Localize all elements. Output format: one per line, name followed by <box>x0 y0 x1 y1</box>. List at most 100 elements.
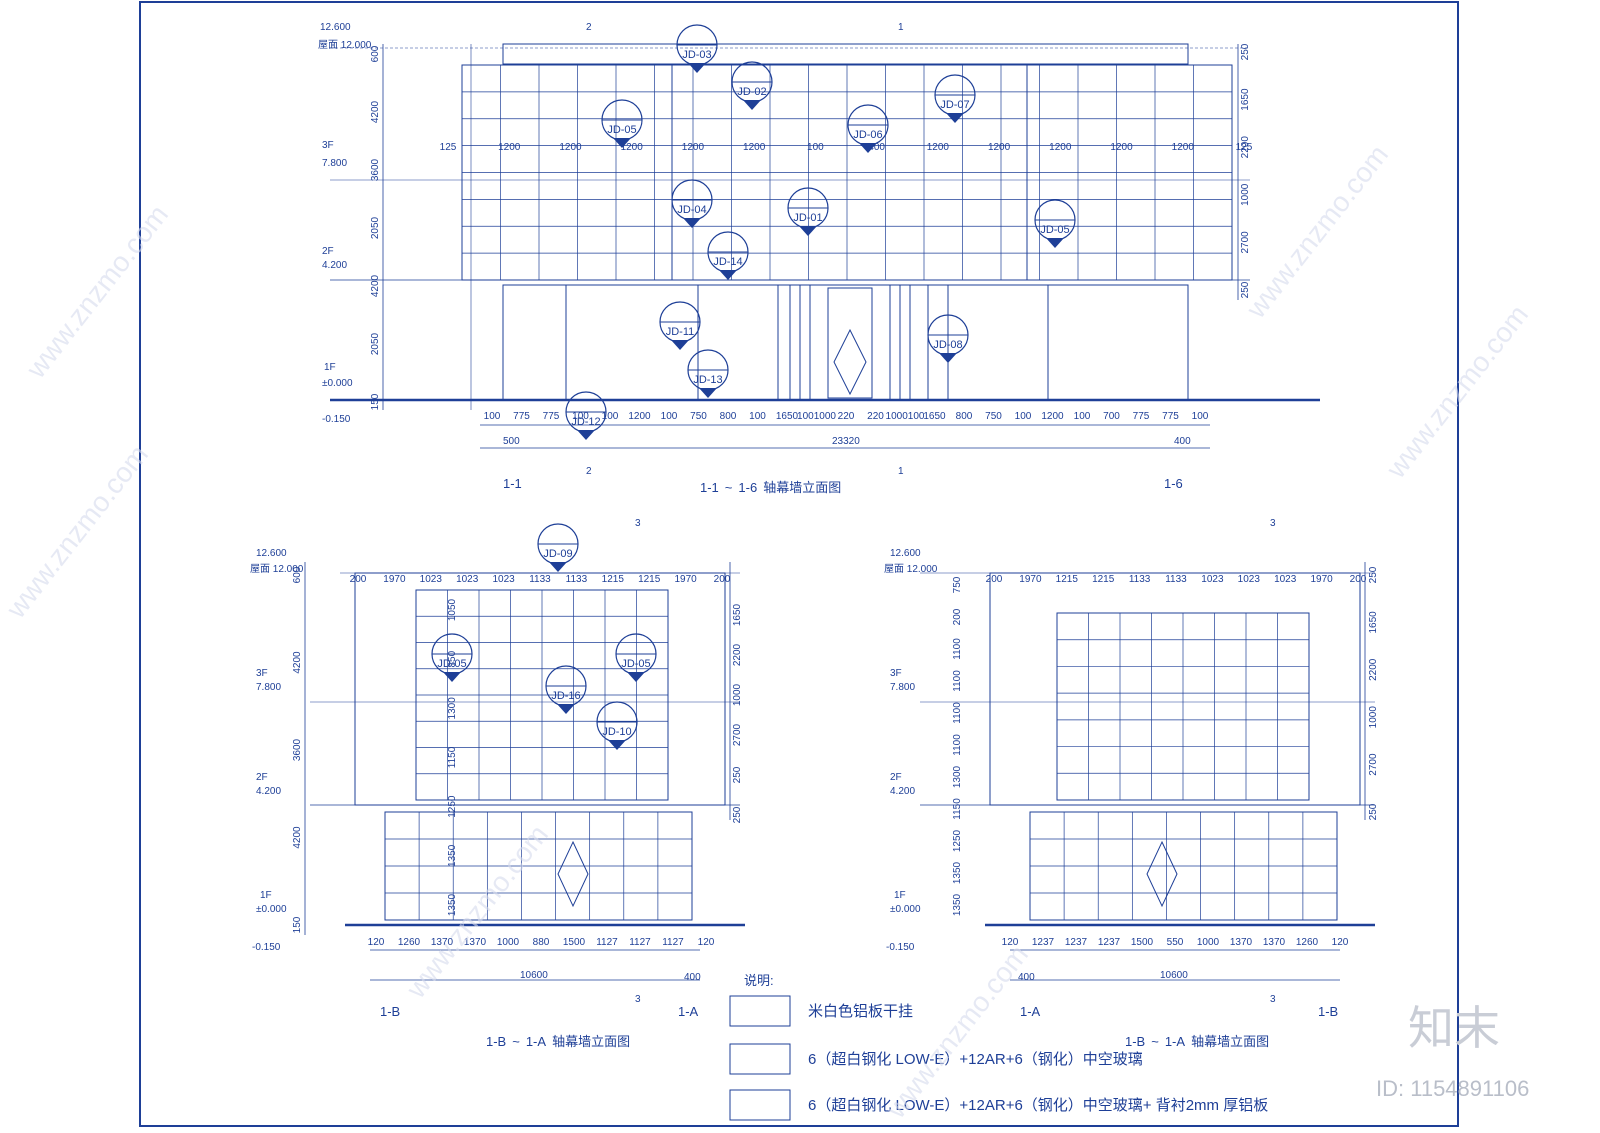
panel-dim: 1200 <box>1172 142 1195 153</box>
height-dim: 1250 <box>952 829 963 852</box>
bay-dim: 1237 <box>1065 937 1088 948</box>
ground-floor-facade <box>502 284 1189 401</box>
height-dim: 600 <box>292 566 303 583</box>
height-dim: 4200 <box>292 826 303 849</box>
height-dim: 750 <box>952 576 963 593</box>
level-label: 1F <box>894 890 906 901</box>
height-dim: 250 <box>1240 43 1251 60</box>
legend-item-text: 6（超白钢化 LOW-E）+12AR+6（钢化）中空玻璃 <box>808 1051 1143 1068</box>
level-sub: -0.150 <box>322 414 351 425</box>
bay-dim: 1133 <box>1165 574 1187 585</box>
mullion-grid <box>385 590 692 920</box>
level-sub: 7.800 <box>890 682 915 693</box>
end-dim: 400 <box>1018 972 1035 983</box>
detail-tag: JD-03 <box>682 49 711 61</box>
level-sub: 屋面 12.000 <box>884 563 938 575</box>
level-sub: ±0.000 <box>256 904 287 915</box>
level-sub: 7.800 <box>322 158 347 169</box>
bay-dim: 750 <box>690 411 707 422</box>
level-label: 3F <box>256 668 268 679</box>
level-label: 12.600 <box>890 548 921 559</box>
height-dim: 1650 <box>732 603 743 626</box>
height-dim: 1350 <box>447 844 458 867</box>
detail-callout: JD-12 <box>565 391 607 440</box>
level-label: 1F <box>324 362 336 373</box>
detail-tag: JD-14 <box>713 256 742 268</box>
height-dim: 1000 <box>732 683 743 706</box>
bay-dim: 120 <box>1002 937 1019 948</box>
bay-dim: 1133 <box>529 574 551 585</box>
bay-dim: 1000 <box>1197 937 1220 948</box>
height-dim: 4200 <box>370 100 381 123</box>
level-sub: 屋面 12.000 <box>318 39 372 51</box>
bay-dim: 1000100 <box>886 411 925 422</box>
height-dim: 1350 <box>952 861 963 884</box>
edge-dim: 500 <box>503 436 520 447</box>
legend-heading: 说明: <box>744 973 774 988</box>
bay-dim: 775 <box>513 411 530 422</box>
bay-dim: 1370 <box>464 937 487 948</box>
detail-callout: JD-05 <box>431 633 473 682</box>
door-diamond <box>1146 840 1178 908</box>
bay-dim: 220 <box>838 411 855 422</box>
height-dim: 1350 <box>447 893 458 916</box>
bay-dim: 1000 <box>497 937 520 948</box>
resource-id: ID: 1154891106 <box>1376 1076 1529 1101</box>
detail-tag: JD-05 <box>621 658 650 670</box>
bay-dim: 100 <box>1074 411 1091 422</box>
height-dim: 3600 <box>370 158 381 181</box>
mullion-grid <box>1030 613 1337 920</box>
door-diamond <box>833 328 867 396</box>
level-label: 1F <box>260 890 272 901</box>
level-sub: -0.150 <box>886 942 915 953</box>
detail-tag: JD-01 <box>793 212 822 224</box>
detail-callout: JD-09 <box>537 523 579 572</box>
height-dim: 1350 <box>952 893 963 916</box>
height-dim: 4200 <box>292 651 303 674</box>
bay-dim: 100 <box>1192 411 1209 422</box>
level-sub: 4.200 <box>890 786 915 797</box>
height-dim: 150 <box>292 916 303 933</box>
panel-dim: 1200 <box>682 142 705 153</box>
bay-dim: 200 <box>350 574 367 585</box>
mullion-grid <box>462 65 1232 280</box>
height-dim: 1000 <box>1240 183 1251 206</box>
legend-item-text: 6（超白钢化 LOW-E）+12AR+6（钢化）中空玻璃+ 背衬2mm 厚铝板 <box>808 1096 1268 1114</box>
bay-dim: 1370 <box>431 937 454 948</box>
bay-dim: 100 <box>1015 411 1032 422</box>
height-dim: 250 <box>1368 803 1379 820</box>
parapet <box>502 43 1189 65</box>
upper-aluminium <box>989 572 1361 806</box>
detail-callout: JD-03 <box>676 24 718 73</box>
bay-dim: 1215 <box>638 574 661 585</box>
detail-callout: JD-01 <box>787 187 829 236</box>
axis-ref: 1-1 <box>700 480 719 495</box>
section-mark: 1 <box>898 22 904 33</box>
bay-dim: 1200 <box>628 411 651 422</box>
section-mark: 3 <box>635 994 641 1005</box>
level-sub: 4.200 <box>256 786 281 797</box>
detail-tag: JD-07 <box>940 99 969 111</box>
height-dim: 600 <box>370 45 381 62</box>
height-dim: 4200 <box>370 274 381 297</box>
detail-tag: JD-11 <box>666 326 695 338</box>
height-dim: 2050 <box>370 332 381 355</box>
brand-logo: 知末 <box>1408 1002 1500 1054</box>
detail-callout: JD-06 <box>847 104 889 153</box>
bay-dim: 100 <box>572 411 589 422</box>
height-dim: 200 <box>952 608 963 625</box>
panel-dim: 1200 <box>1049 142 1072 153</box>
bay-dim: 800 <box>720 411 737 422</box>
legend-swatch-glass <box>729 1043 791 1075</box>
bay-dim: 1500 <box>563 937 586 948</box>
axis-bubble-label: 1-1 <box>503 476 522 491</box>
bay-dim: 1133 <box>1129 574 1151 585</box>
detail-callout: JD-14 <box>707 231 749 280</box>
bay-dim: 1650 <box>776 411 799 422</box>
detail-tag: JD-05 <box>1040 224 1069 236</box>
bay-dim: 100 <box>661 411 678 422</box>
overall-dim: 23320 <box>832 436 860 447</box>
panel-dim: 1200 <box>988 142 1011 153</box>
